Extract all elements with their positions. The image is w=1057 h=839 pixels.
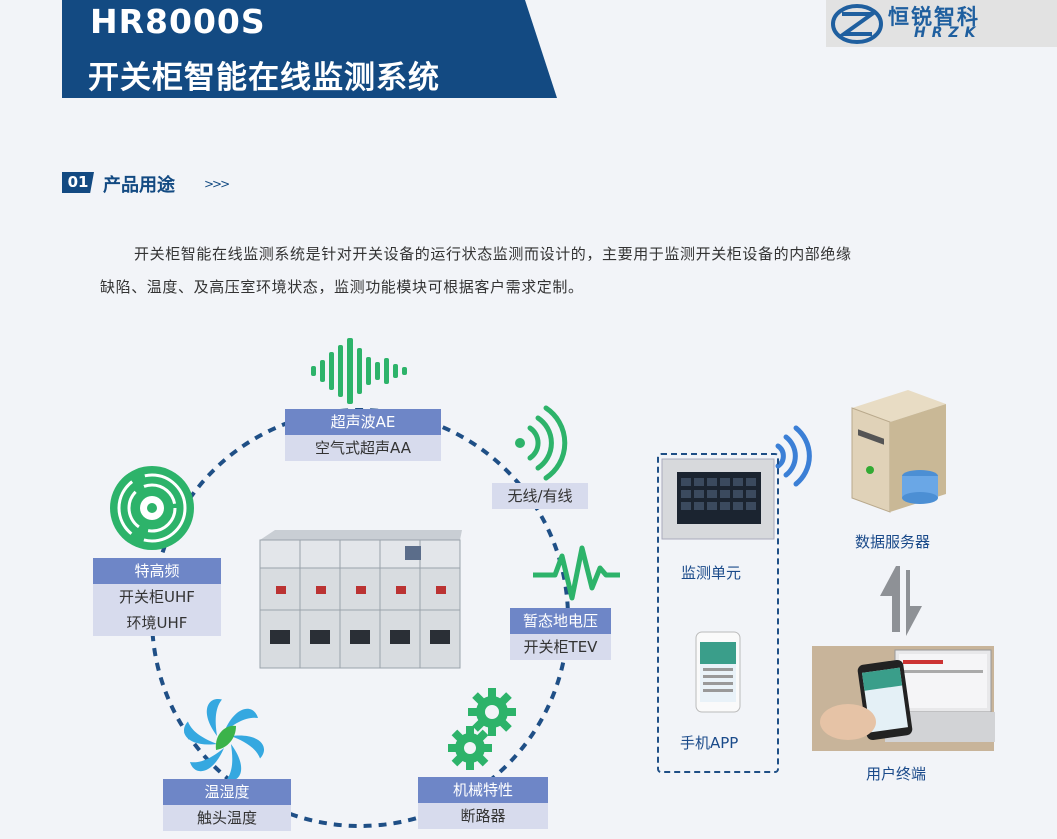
user-terminal-label: 用户终端 [866,765,927,783]
tev-label: 暂态地电压 开关柜TEV [510,608,611,660]
title-banner: HR8000S 开关柜智能在线监测系统 [62,0,557,98]
intro-paragraph: 开关柜智能在线监测系统是针对开关设备的运行状态监测而设计的，主要用于监测开关柜设… [100,238,1000,304]
user-terminal-image [812,646,995,751]
hrzk-logo-icon [831,4,883,44]
logo-text-en: HRZK [914,25,982,41]
mobile-phone-image [695,631,741,713]
humidity-fan-icon [183,699,265,781]
data-server-label: 数据服务器 [855,533,931,551]
product-name: 开关柜智能在线监测系统 [88,60,440,96]
wireless-signal-icon [515,405,568,481]
section-number: 01 [62,172,94,193]
monitoring-unit-label: 监测单元 [681,564,742,582]
uhf-disc-icon [110,466,194,550]
server-icon [851,390,946,513]
temp-label-head: 温湿度 [163,779,291,805]
ae-label-head: 超声波AE [285,409,441,435]
device-group-box [657,453,779,773]
wireless-label: 无线/有线 [492,483,588,509]
uhf-label: 特高频 开关柜UHF 环境UHF [93,558,221,636]
product-model: HR8000S [90,2,266,41]
mech-label-sub: 断路器 [418,803,548,829]
mech-label-head: 机械特性 [418,777,548,803]
section-arrows: >>> [204,177,230,191]
wireless-label-text: 无线/有线 [492,483,588,509]
mech-label: 机械特性 断路器 [418,777,548,829]
mobile-app-label: 手机APP [680,734,739,752]
intro-line-2: 缺陷、温度、及高压室环境状态，监测功能模块可根据客户需求定制。 [100,278,584,296]
tev-label-sub: 开关柜TEV [510,634,611,660]
tev-waveform-icon [533,545,620,601]
intro-line-1: 开关柜智能在线监测系统是针对开关设备的运行状态监测而设计的，主要用于监测开关柜设… [134,245,852,263]
sync-arrows-icon [880,566,922,636]
company-logo: 恒锐智科 HRZK [826,0,1057,47]
temp-label: 温湿度 触头温度 [163,779,291,831]
uhf-label-head: 特高频 [93,558,221,584]
logo-text-cn: 恒锐智科 [888,5,980,29]
unit-wifi-icon [775,425,812,487]
uhf-label-sub2: 环境UHF [93,610,221,636]
sound-wave-icon [311,338,407,404]
monitoring-unit-image [661,458,775,540]
switchgear-cabinet-image [259,530,462,669]
tev-label-head: 暂态地电压 [510,608,611,634]
section-title: 产品用途 [103,175,175,196]
ae-label: 超声波AE 空气式超声AA [285,409,441,461]
uhf-label-sub1: 开关柜UHF [93,584,221,610]
temp-label-sub: 触头温度 [163,805,291,831]
mechanical-gears-icon [448,688,516,770]
ae-label-sub: 空气式超声AA [285,435,441,461]
